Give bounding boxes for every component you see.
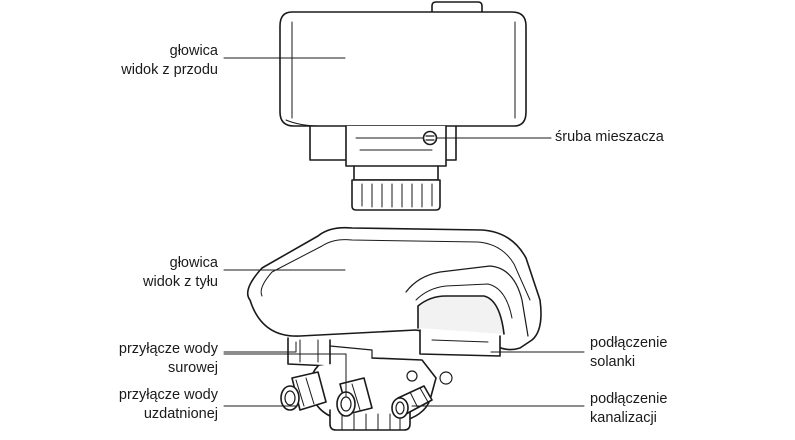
label-mixing-screw: śruba mieszacza [555,128,664,147]
label-line: przyłącze wody [118,341,218,357]
leader-raw-water [223,341,297,353]
label-line: kanalizacji [590,410,657,426]
label-line: głowica [169,43,218,59]
leader-lines [223,57,585,407]
label-line: surowej [168,360,218,376]
label-line: przyłącze wody [118,387,218,403]
label-drain: podłączenie kanalizacji [590,390,667,428]
label-line: widok z tyłu [143,274,218,290]
label-raw-water: przyłącze wody surowej [119,340,218,378]
label-line: uzdatnionej [143,406,218,422]
label-line: podłączenie [590,335,668,351]
leader-raw-water-2 [223,353,347,397]
label-line: solanki [590,354,636,370]
label-front-head: głowica widok z przodu [121,42,218,80]
label-line: podłączenie [590,391,668,407]
label-line: widok z przodu [121,62,218,78]
back-head-illustration [246,226,542,431]
front-head-illustration [279,1,527,211]
label-line: śruba mieszacza [555,129,664,145]
label-line: głowica [169,255,218,271]
label-treated-water: przyłącze wody uzdatnionej [119,386,218,424]
label-back-head: głowica widok z tyłu [143,254,218,292]
label-brine: podłączenie solanki [590,334,667,372]
mixing-screw-icon [422,130,438,146]
